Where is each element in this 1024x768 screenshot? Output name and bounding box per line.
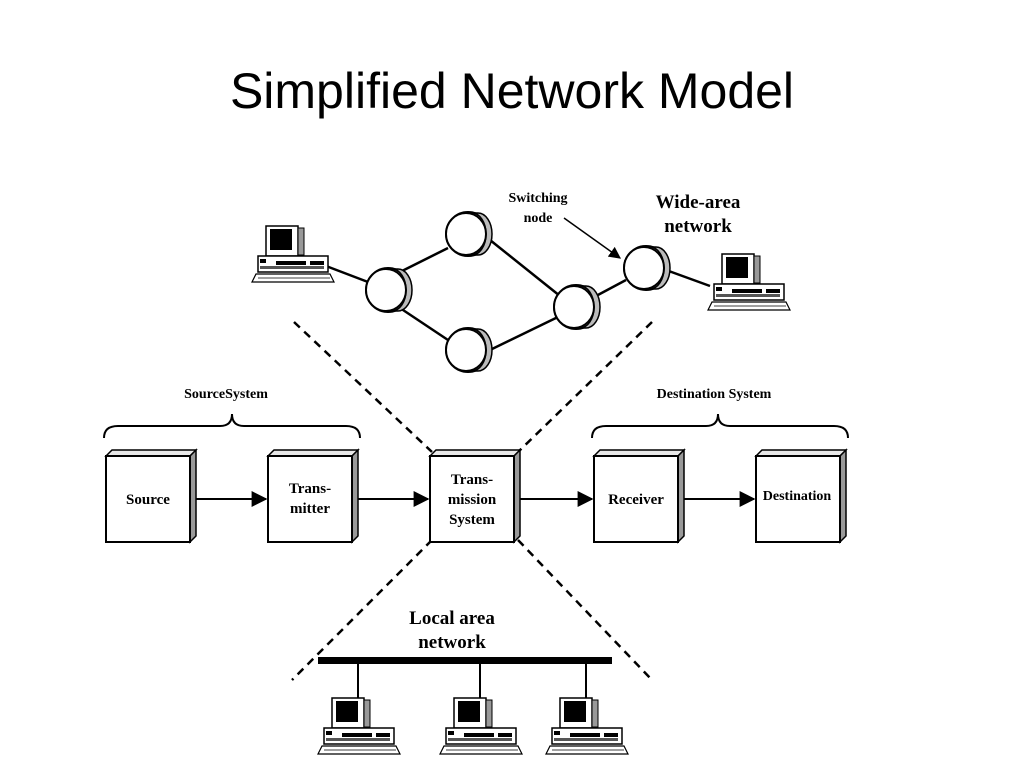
block-label: Source [126, 492, 170, 508]
source-block: Source [104, 448, 198, 544]
destination-system-brace [591, 413, 849, 439]
destination-system-label: Destination System [657, 387, 772, 402]
block-label: mitter [290, 501, 330, 517]
switching-node-icon [445, 327, 493, 373]
switching-node-icon [623, 245, 671, 291]
lan-label: Local area [409, 608, 495, 629]
source-system-label: SourceSystem [184, 387, 268, 402]
switching-node-icon [553, 284, 601, 330]
switching-node-label: Switching [508, 191, 567, 206]
computer-icon [251, 225, 335, 283]
wan-label: Wide-area [656, 192, 741, 213]
lan-drops [357, 664, 587, 698]
switching-node-icon [365, 267, 413, 313]
wan-links [325, 239, 711, 352]
computer-icon [707, 253, 791, 311]
computer-icon [317, 697, 401, 755]
source-system-brace [103, 413, 361, 439]
zoom-lines [291, 321, 653, 681]
computer-icon [439, 697, 523, 755]
destination-block: Destination [754, 448, 848, 544]
receiver-block: Receiver [592, 448, 686, 544]
switching-node-pointer [563, 217, 621, 259]
page-title: Simplified Network Model [229, 63, 795, 119]
transmitter-block: Trans- mitter [266, 448, 360, 544]
block-label: Trans- [451, 472, 493, 488]
block-label: Receiver [608, 492, 664, 508]
transmission-system-block: Trans- mission System [428, 448, 522, 544]
block-label: System [449, 512, 495, 528]
block-label: mission [448, 492, 497, 508]
wan-label: network [664, 216, 732, 237]
switching-node-icon [445, 211, 493, 257]
switching-node-label: node [524, 211, 553, 226]
computer-icon [545, 697, 629, 755]
block-label: Trans- [289, 481, 331, 497]
block-label: Destination [763, 489, 832, 504]
lan-bus [318, 657, 612, 664]
lan-label: network [418, 632, 486, 653]
